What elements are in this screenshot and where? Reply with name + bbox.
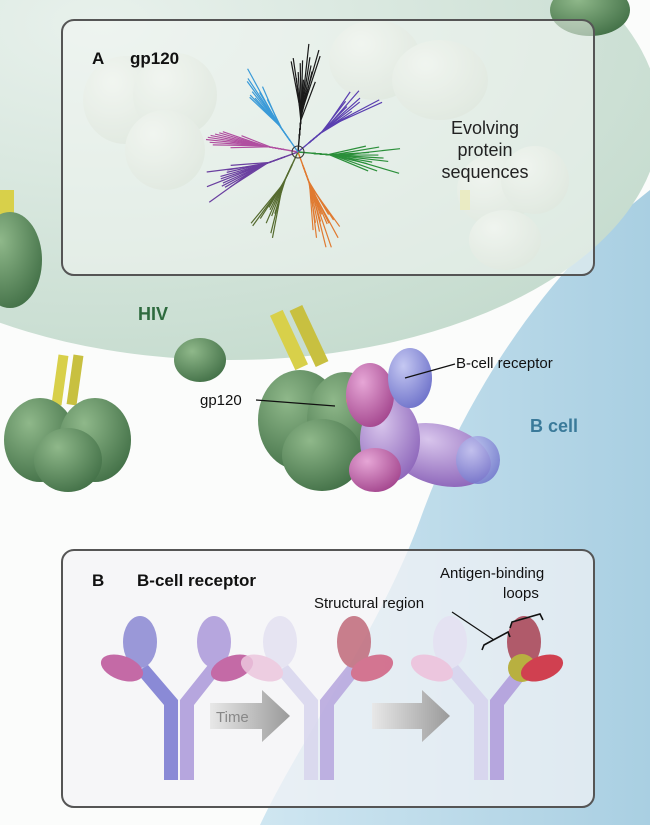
antibody-initial	[100, 616, 254, 780]
tree-branch	[308, 101, 383, 144]
panel-b-box	[61, 549, 595, 808]
panel-a-letter: A	[92, 49, 104, 68]
b-cell-label: B cell	[530, 416, 578, 436]
panel-b-title: B-cell receptor	[137, 571, 256, 590]
receptor-leader-line	[404, 363, 456, 379]
gp120-spike-mid	[174, 338, 226, 382]
time-label: Time	[216, 709, 249, 726]
tree-branch	[311, 152, 369, 172]
time-arrow-2	[372, 690, 450, 742]
time-arrow-1	[210, 690, 290, 742]
tree-stem	[291, 151, 299, 165]
tree-stem	[297, 142, 310, 153]
panel-a-title: gp120	[130, 49, 179, 68]
gp120-spike-lower-left	[4, 354, 131, 492]
tree-stem	[289, 140, 299, 153]
tree-branch	[250, 164, 293, 224]
hiv-label: HIV	[138, 304, 168, 324]
gp120-leader-line	[255, 399, 336, 407]
phylogenetic-tree	[205, 43, 401, 248]
protein-label: protein	[457, 140, 512, 160]
b-cell-receptor-label: B-cell receptor	[456, 355, 553, 372]
tree-branch	[261, 86, 291, 141]
tree-root	[291, 145, 305, 159]
tree-branch	[302, 164, 314, 231]
gp120-spike-left-edge	[0, 190, 42, 308]
gp120-label: gp120	[200, 392, 242, 409]
structural-region-label: Structural region	[314, 595, 424, 612]
tree-branch	[298, 81, 316, 139]
antigen-loops-bracket	[509, 613, 544, 629]
tree-stem	[297, 137, 300, 153]
structural-leader-line	[451, 611, 495, 641]
tree-stem	[297, 151, 304, 166]
loops-label: loops	[503, 585, 539, 602]
antigen-binding-label: Antigen-binding	[440, 565, 544, 582]
tree-stem	[284, 148, 299, 153]
tree-stem	[297, 151, 313, 154]
antibody-mature	[410, 616, 564, 780]
tree-stem	[284, 151, 299, 158]
panel-b-letter: B	[92, 571, 104, 590]
tree-branch	[230, 156, 286, 166]
sequences-label: sequences	[441, 162, 528, 182]
evolving-label: Evolving	[451, 118, 519, 138]
structural-region-bracket	[481, 630, 511, 651]
panel-a-box	[61, 19, 595, 276]
antibody-intermediate	[240, 616, 394, 780]
tree-branch	[241, 135, 285, 151]
b-cell-receptor-bound	[346, 348, 500, 492]
